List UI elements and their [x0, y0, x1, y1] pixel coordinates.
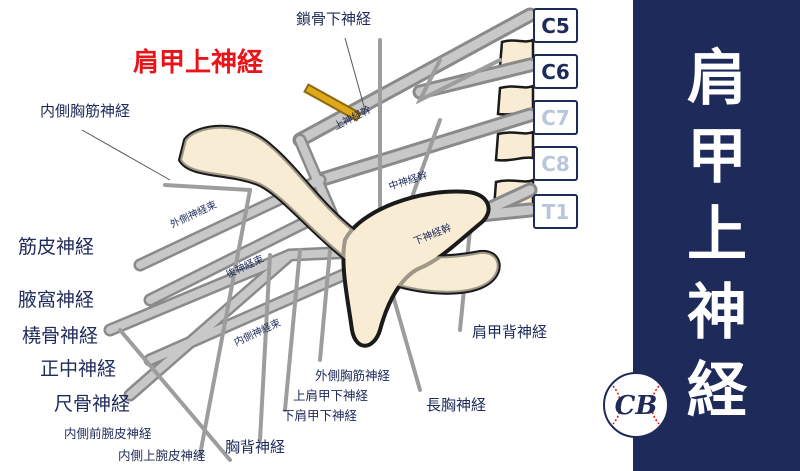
panel-title-char-1: 肩	[687, 44, 747, 114]
root-c6: C6	[533, 54, 578, 89]
suprascapular-nerve	[303, 83, 362, 122]
clavicle-overlay	[180, 126, 499, 293]
panel-title-char-3: 上	[687, 200, 747, 270]
label-median: 正中神経	[40, 358, 117, 380]
panel-title-char-2: 甲	[687, 122, 747, 192]
label-medial-pectoral: 内側胸筋神経	[40, 102, 131, 120]
leader-lines	[81, 37, 366, 181]
label-ulnar: 尺骨神経	[54, 393, 131, 415]
label-subclavian: 鎖骨下神経	[296, 10, 372, 28]
root-c8: C8	[533, 146, 578, 181]
panel-title: 肩 甲 上 神 経	[655, 40, 779, 430]
baseball-logo-icon: CB	[603, 372, 669, 438]
root-c7: C7	[533, 100, 578, 135]
label-medial-antebrachial: 内側前腕皮神経	[64, 426, 152, 441]
label-thoracodorsal: 胸背神経	[225, 438, 286, 456]
label-axillary: 腋窩神経	[18, 289, 95, 311]
logo-text: CB	[615, 391, 658, 421]
panel-title-char-4: 神	[687, 278, 747, 348]
label-upper-subscapular: 上肩甲下神経	[293, 388, 369, 403]
label-long-thoracic: 長胸神経	[426, 396, 487, 414]
trunk-label-middle: 中神経幹	[387, 168, 429, 193]
label-lower-subscapular: 下肩甲下神経	[282, 408, 358, 423]
label-dorsal-scapular: 肩甲背神経	[472, 323, 548, 341]
root-c5: C5	[533, 8, 578, 43]
label-medial-brachial: 内側上腕皮神経	[118, 448, 206, 463]
highlight-label: 肩甲上神経	[133, 48, 264, 78]
root-t1: T1	[533, 194, 578, 229]
label-radial: 橈骨神経	[22, 325, 99, 347]
label-musculocutaneous: 筋皮神経	[18, 236, 95, 258]
label-lateral-pectoral: 外側胸筋神経	[315, 368, 391, 383]
panel-title-char-5: 経	[687, 356, 747, 426]
